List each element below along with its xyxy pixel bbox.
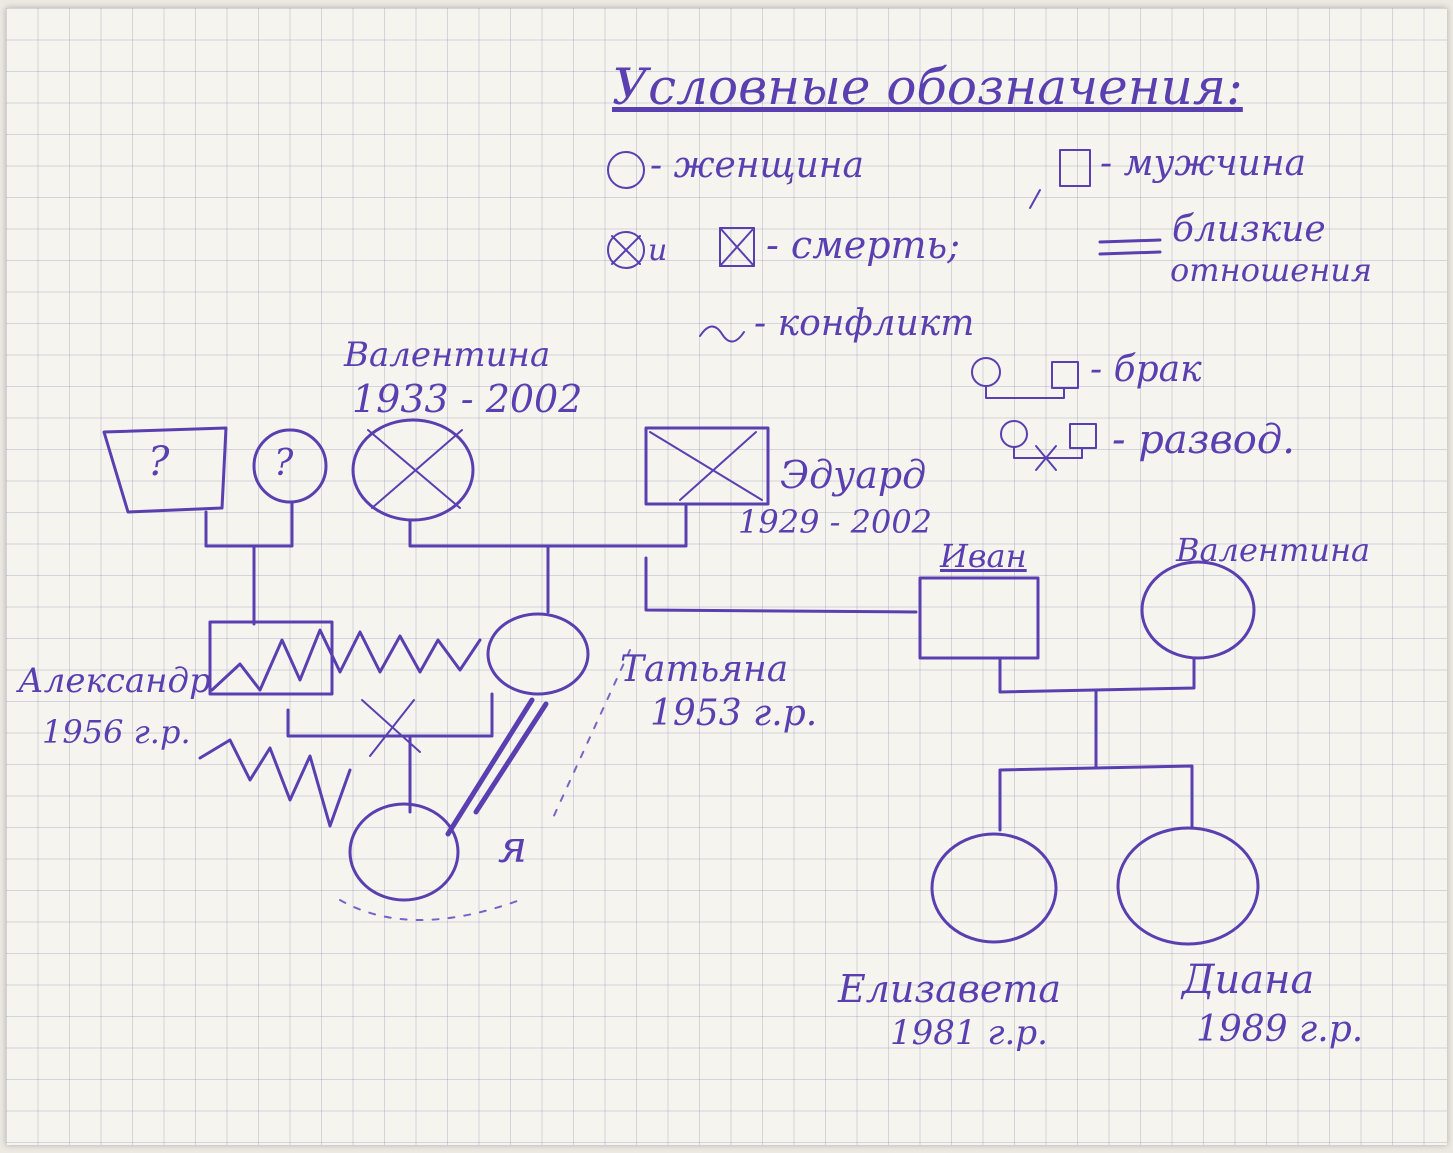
legend-comma-mark xyxy=(1029,189,1041,209)
marriage-line-ivan-valentina xyxy=(998,656,1196,694)
child1-years-label: 1981 г.р. xyxy=(890,1013,1048,1053)
legend-male-label: - мужчина xyxy=(1100,143,1307,184)
legend-close-relations-line2: отношения xyxy=(1170,251,1373,289)
ivan-male xyxy=(918,576,1040,660)
legend-death-label: - смерть; xyxy=(766,223,961,267)
dashed-arc-me xyxy=(339,899,521,921)
marriage-line-grandparents xyxy=(204,500,294,548)
me-label: я xyxy=(498,822,528,873)
legend-dead-male-symbol xyxy=(719,227,755,267)
child1-female xyxy=(930,832,1058,944)
tatiana-female xyxy=(486,612,590,696)
valentina2-name-label: Валентина xyxy=(1176,531,1371,569)
conflict-line-alexander-me xyxy=(198,738,352,828)
valentina-name-label: Валентина xyxy=(344,335,551,375)
legend-marriage-symbol xyxy=(971,357,1079,399)
valentina2-female xyxy=(1140,560,1256,660)
legend-female-label: - женщина xyxy=(650,145,864,186)
grid-paper-sheet xyxy=(6,8,1447,1145)
divorce-line-alexander-tatiana xyxy=(286,692,494,738)
child2-female xyxy=(1116,826,1260,946)
unknown-female-grandmother xyxy=(252,428,328,504)
valentina-deceased-female xyxy=(351,418,475,522)
legend-dead-female-symbol xyxy=(607,231,645,269)
unknown-male-mark: ? xyxy=(148,439,170,485)
legend-conflict-label: - конфликт xyxy=(754,303,975,344)
legend-conflict-symbol xyxy=(699,325,745,343)
alexander-years-label: 1956 г.р. xyxy=(42,713,191,751)
legend-title: Условные обозначения: xyxy=(612,58,1243,116)
tatiana-name-label: Татьяна xyxy=(620,649,789,690)
conflict-line-alexander-tatiana xyxy=(210,628,482,692)
child2-name-label: Диана xyxy=(1182,957,1315,1003)
eduard-deceased-male xyxy=(644,426,770,506)
legend-divorce-label: - развод. xyxy=(1112,417,1295,463)
dashed-line-tatiana-me xyxy=(551,649,631,821)
eduard-years-label: 1929 - 2002 xyxy=(738,503,933,541)
marriage-line-valentina-eduard xyxy=(408,502,688,548)
me-female xyxy=(348,802,460,902)
legend-marriage-label: - брак xyxy=(1090,349,1202,390)
unknown-female-mark: ? xyxy=(274,443,294,484)
legend-close-relations-symbol xyxy=(1098,238,1162,256)
child1-name-label: Елизавета xyxy=(838,967,1062,1011)
alexander-name-label: Александр xyxy=(18,661,211,701)
legend-divorce-symbol xyxy=(1000,420,1097,471)
sibling-line-children xyxy=(998,764,1194,832)
unknown-male-grandfather xyxy=(102,426,228,514)
child2-years-label: 1989 г.р. xyxy=(1196,1009,1364,1050)
descent-line-ivan xyxy=(644,556,918,614)
legend-female-symbol xyxy=(607,151,645,189)
close-relation-tatiana-me xyxy=(445,697,549,837)
legend-close-relations-line1: близкие xyxy=(1172,209,1326,250)
alexander-male xyxy=(208,620,334,696)
tatiana-years-label: 1953 г.р. xyxy=(650,693,818,734)
eduard-name-label: Эдуард xyxy=(780,453,927,497)
legend-and-label: и xyxy=(648,233,668,268)
legend-male-symbol xyxy=(1059,149,1091,187)
ivan-name-label: Иван xyxy=(940,537,1027,575)
valentina-years-label: 1933 - 2002 xyxy=(352,377,583,421)
